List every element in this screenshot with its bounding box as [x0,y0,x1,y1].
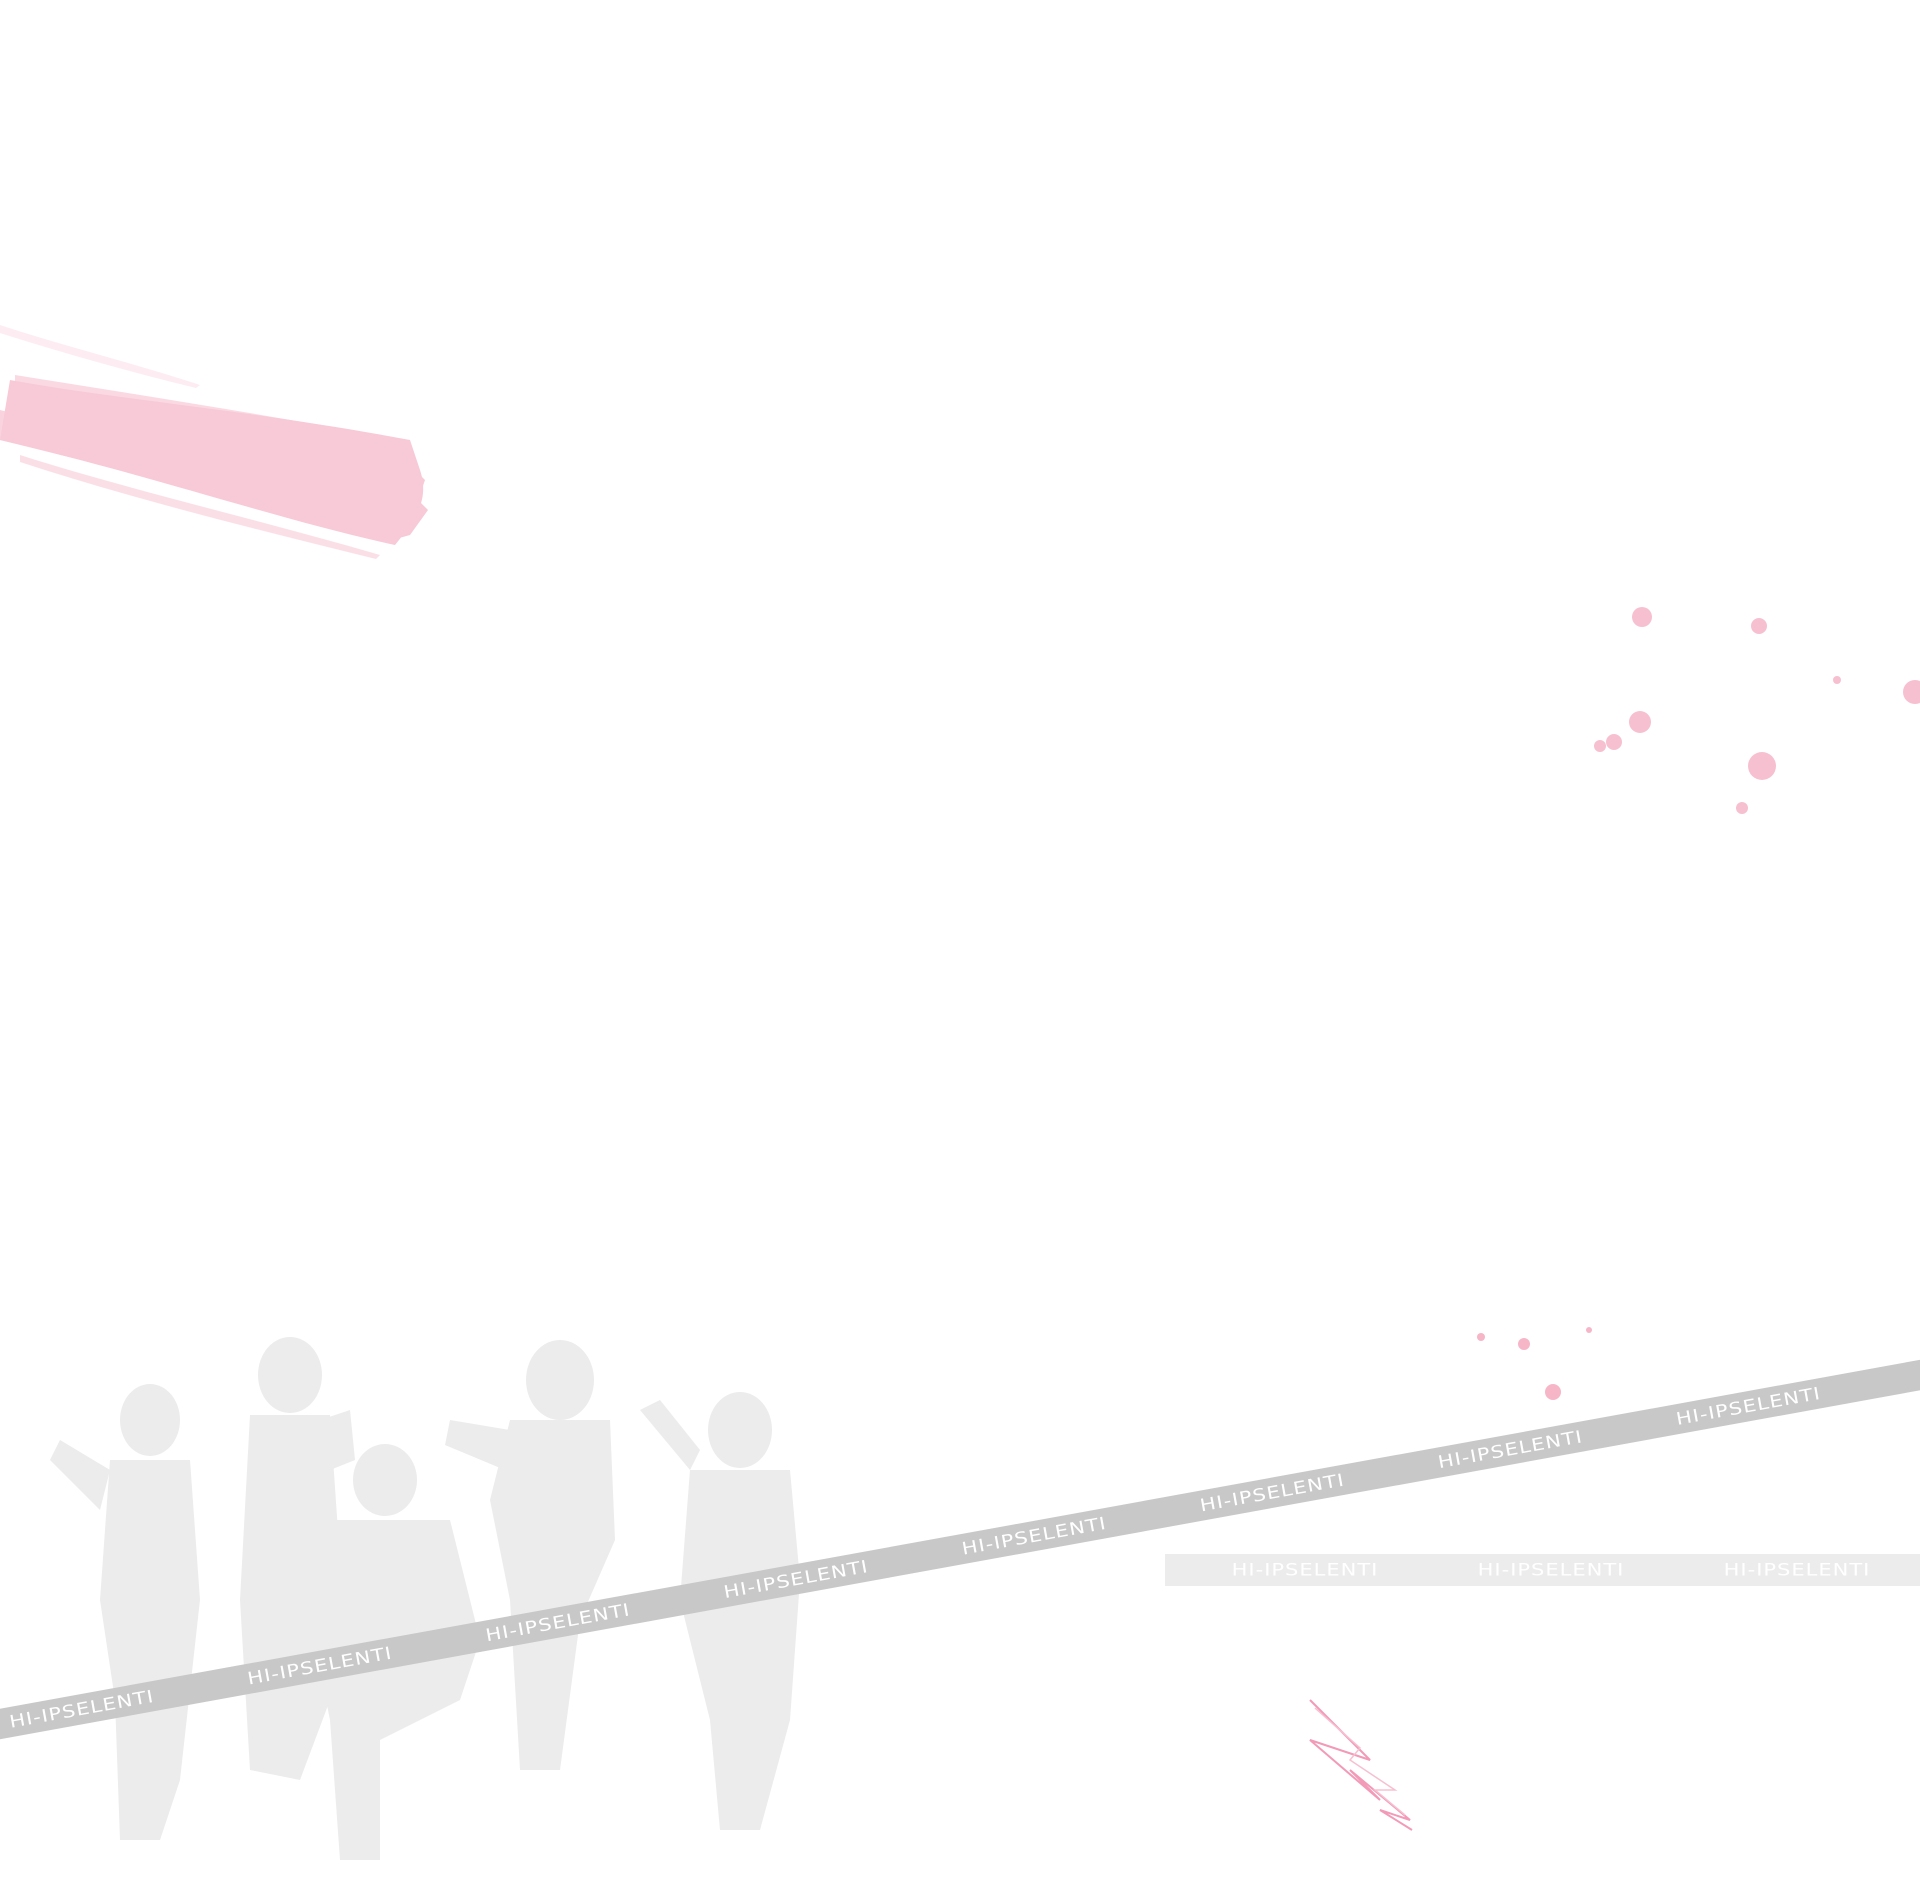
watermark-text: HI-IPSELENTI [1231,1560,1379,1580]
watermark-tape-flat: HI-IPSELENTI HI-IPSELENTI HI-IPSELENTI [1165,1554,1920,1586]
watermark-text: HI-IPSELENTI [1723,1560,1871,1580]
watermark-text: HI-IPSELENTI [1477,1560,1625,1580]
